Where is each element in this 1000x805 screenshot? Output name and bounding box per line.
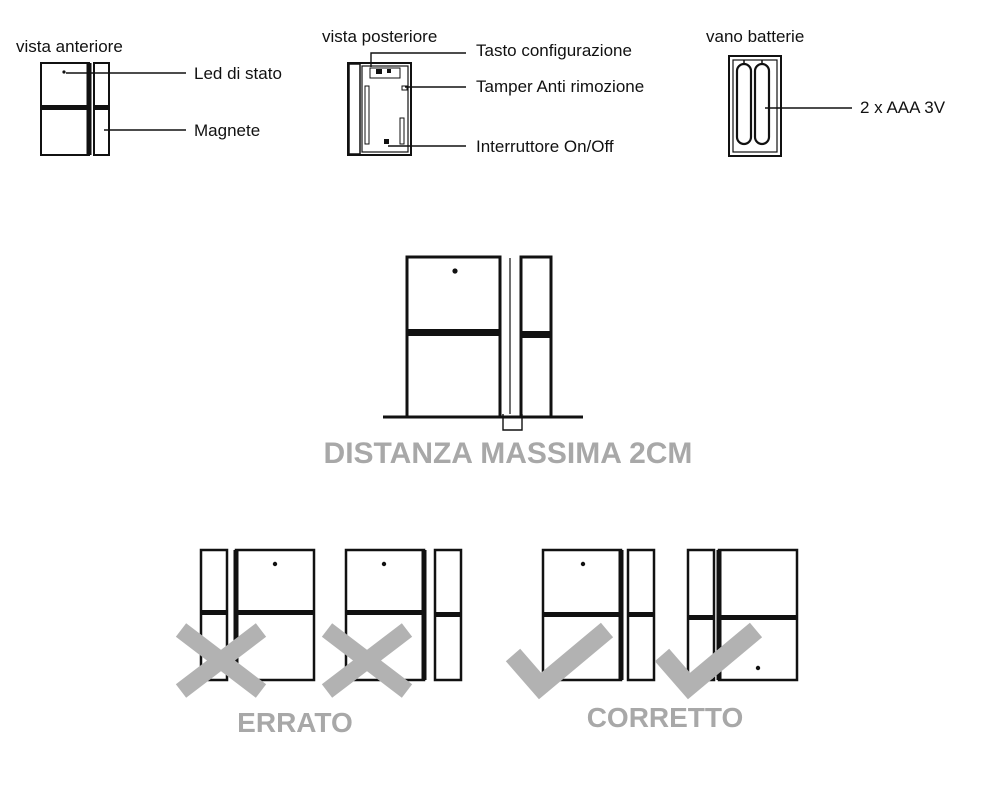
cross-icon (321, 623, 413, 698)
wrong-installation-panel: ERRATO (175, 548, 463, 738)
battery-cell-left (735, 62, 753, 146)
correct-example-2 (686, 548, 799, 682)
rear-view-sensor (347, 62, 412, 156)
front-view-sensor (40, 62, 92, 156)
wrong-example-1 (199, 548, 316, 682)
config-button-leader (370, 52, 466, 67)
status-led-dot (62, 70, 66, 74)
battery-cell-right (753, 62, 771, 146)
wrong-label: ERRATO (237, 707, 353, 738)
battery-bay-title: vano batterie (706, 27, 804, 46)
magnet-label: Magnete (194, 121, 260, 140)
front-view: vista anteriore Led di stato Magnete (16, 37, 282, 156)
rear-view: vista posteriore Tasto configurazione Ta… (322, 27, 644, 156)
cross-icon (175, 623, 267, 698)
check-icon (654, 622, 763, 700)
battery-bay-housing (728, 55, 782, 157)
front-view-title: vista anteriore (16, 37, 123, 56)
tamper-label: Tamper Anti rimozione (476, 77, 644, 96)
battery-label: 2 x AAA 3V (860, 98, 946, 117)
check-icon (505, 622, 614, 700)
led-label: Led di stato (194, 64, 282, 83)
rear-view-title: vista posteriore (322, 27, 437, 46)
front-view-magnet (93, 62, 110, 156)
distance-diagram: DISTANZA MASSIMA 2CM (324, 255, 693, 470)
gap-bracket (502, 414, 523, 431)
distance-sensor (405, 255, 502, 419)
distance-caption: DISTANZA MASSIMA 2CM (324, 437, 693, 470)
correct-installation-panel: CORRETTO (505, 548, 799, 733)
distance-led-dot (452, 268, 458, 274)
switch-label: Interruttore On/Off (476, 137, 614, 156)
config-button-label: Tasto configurazione (476, 41, 632, 60)
correct-label: CORRETTO (587, 702, 744, 733)
battery-bay: vano batterie 2 x AAA 3V (706, 27, 946, 157)
